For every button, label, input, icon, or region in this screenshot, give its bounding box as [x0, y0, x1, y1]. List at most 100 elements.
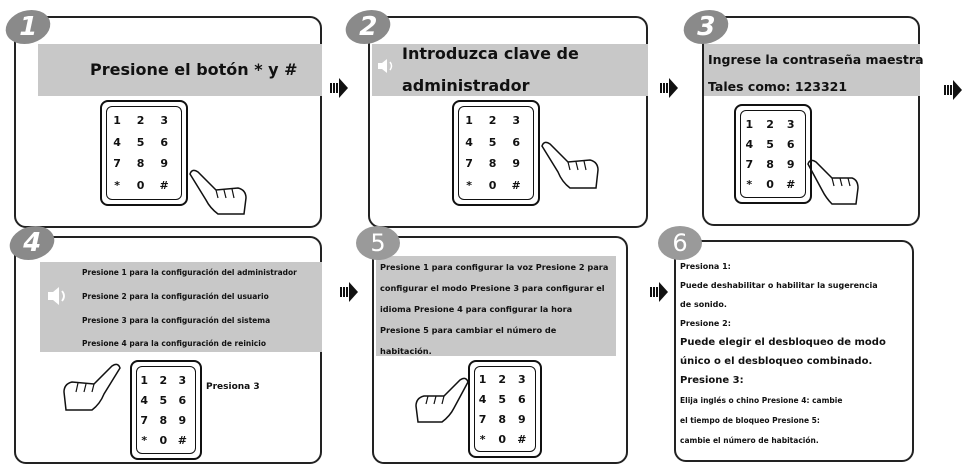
keypad-key: * [466, 178, 472, 192]
keypad-key: * [479, 432, 486, 446]
keypad-key: 0 [136, 178, 145, 192]
step-4-banner [40, 262, 322, 352]
keypad-key: # [177, 434, 187, 447]
keypad-key: 7 [465, 157, 473, 171]
step-5-line-4: Presione 5 para cambiar el número de [380, 325, 557, 335]
keypad-key: 4 [113, 135, 121, 149]
keypad-key: 5 [159, 393, 168, 407]
arrow-right-icon [330, 78, 348, 98]
keypad-key: 4 [465, 135, 473, 149]
speaker-icon [48, 287, 65, 305]
arrow-right-icon [660, 78, 678, 98]
hand-icon [541, 141, 599, 189]
step-3-line1: Ingrese la contraseña maestra [708, 52, 924, 67]
keypad-key: # [786, 178, 796, 191]
hand-icon [63, 363, 121, 411]
keypad-key: 3 [786, 117, 795, 131]
keypad-key: 3 [160, 114, 168, 128]
keypad-key: # [517, 432, 527, 446]
step-4-item-4: Presione 4 para la configuración de rein… [82, 339, 266, 348]
keypad-key: 4 [140, 393, 149, 407]
keypad-key: 1 [465, 114, 473, 128]
step-5-line-2: configurar el modo Presione 3 para confi… [380, 283, 605, 293]
step-5-banner [376, 256, 616, 356]
step-4-item-3: Presione 3 para la configuración del sis… [82, 316, 271, 325]
keypad-key: 1 [113, 114, 121, 128]
keypad-key: 2 [766, 117, 774, 131]
keypad-key: 3 [512, 114, 520, 128]
step-6-panel [674, 240, 914, 462]
step-6-line-10: cambie el número de habitación. [680, 436, 819, 445]
keypad-key: # [159, 178, 169, 192]
step-2-banner [372, 44, 648, 96]
step-6-line-1: Presiona 1: [680, 262, 731, 271]
keypad-key: 8 [488, 157, 497, 171]
keypad-key: 6 [160, 135, 168, 149]
step-4-item-1: Presione 1 para la configuración del adm… [82, 268, 297, 277]
step-4-item-2: Presione 2 para la configuración del usu… [82, 292, 269, 301]
keypad-key: 8 [136, 157, 145, 171]
keypad-key: 0 [159, 434, 168, 447]
keypad-key: 0 [488, 178, 497, 192]
step-6-line-5: Puede elegir el desbloqueo de modo [680, 337, 886, 348]
keypad-key: 5 [488, 135, 497, 149]
step-3-line2: Tales como: 123321 [708, 79, 848, 94]
keypad-key: 7 [113, 157, 121, 171]
hand-icon [807, 159, 859, 205]
keypad-key: 3 [178, 373, 187, 387]
hand-icon [189, 169, 247, 215]
keypad-key: 9 [178, 413, 187, 427]
keypad-key: 0 [766, 178, 774, 191]
step-6-badge: 6 [658, 226, 702, 260]
keypad-key: 6 [786, 137, 795, 151]
keypad-key: 2 [488, 114, 497, 128]
step-4-note: Presiona 3 [206, 382, 260, 392]
step-5-line-5: habitación. [380, 346, 432, 356]
keypad-key: 2 [159, 373, 168, 387]
keypad-key: 1 [745, 117, 754, 131]
keypad-key: 9 [517, 412, 526, 426]
keypad-key: 6 [512, 135, 520, 149]
keypad-key: 6 [178, 393, 187, 407]
step-6-line-8: Elija inglés o chino Presione 4: cambie [680, 396, 843, 405]
step-6-line-2: Puede deshabilitar o habilitar la sugere… [680, 281, 878, 290]
keypad-key: * [141, 434, 148, 447]
keypad-key: 3 [517, 373, 526, 387]
keypad-key: 7 [478, 412, 487, 426]
keypad-key: 4 [478, 393, 487, 407]
keypad-key: # [511, 178, 521, 192]
keypad-key: 5 [136, 135, 145, 149]
keypad-key: 8 [766, 157, 774, 171]
step-5-badge: 5 [356, 226, 400, 260]
keypad-key: 7 [745, 157, 754, 171]
arrow-right-icon [650, 282, 668, 302]
keypad-key: 6 [517, 393, 526, 407]
keypad-key: 2 [136, 114, 145, 128]
keypad-key: * [114, 178, 120, 192]
keypad-key: 2 [498, 373, 507, 387]
keypad-key: 5 [766, 137, 774, 151]
step-2-title-line1: Introduzca clave de [402, 44, 579, 63]
step-1-title: Presione el botón * y # [90, 60, 298, 79]
step-6-line-7: Presione 3: [680, 375, 744, 386]
step-6-line-6: único o el desbloqueo combinado. [680, 356, 873, 367]
keypad-key: 8 [498, 412, 507, 426]
hand-icon [415, 377, 469, 423]
keypad-key: 8 [159, 413, 168, 427]
step-2-title-line2: administrador [402, 76, 530, 95]
keypad-key: 5 [498, 393, 507, 407]
step-5-line-1: Presione 1 para configurar la voz Presio… [380, 262, 609, 272]
speaker-icon [378, 59, 393, 73]
keypad-key: 1 [478, 373, 487, 387]
step-3-banner [704, 44, 920, 96]
step-6-line-9: el tiempo de bloqueo Presione 5: [680, 416, 820, 425]
step-6-line-4: Presione 2: [680, 319, 731, 328]
keypad-key: 0 [498, 432, 507, 446]
keypad-key: 9 [512, 157, 520, 171]
keypad-key: * [746, 178, 753, 191]
keypad-key: 7 [140, 413, 149, 427]
